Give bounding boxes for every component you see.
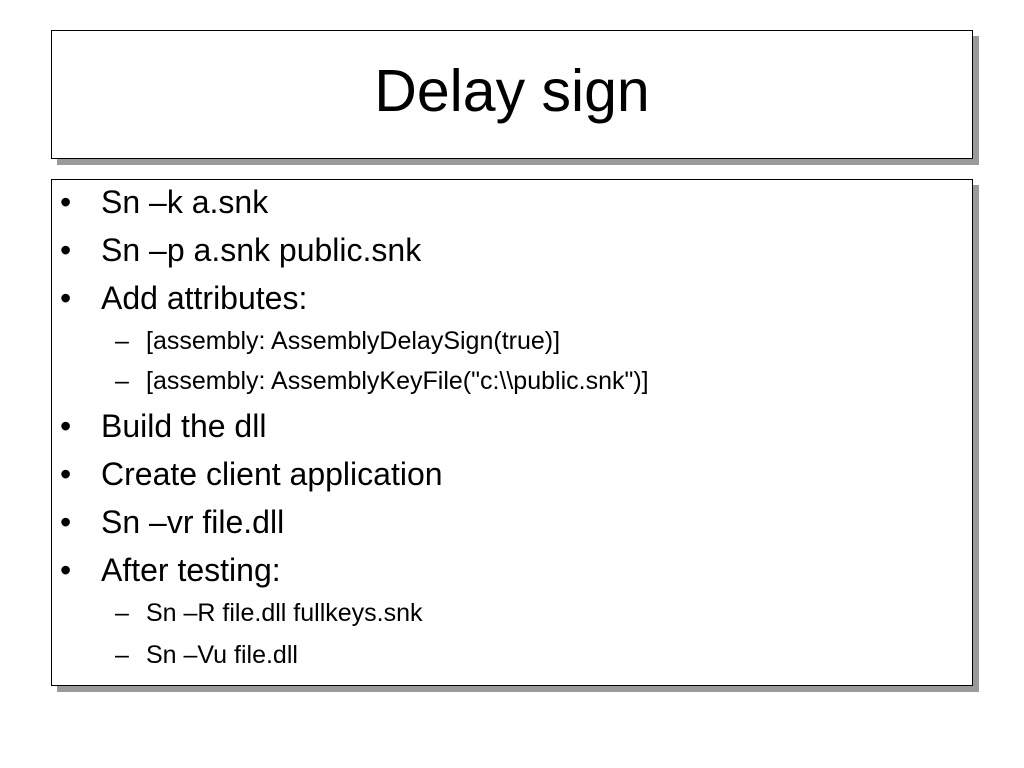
bullet-marker: •: [60, 552, 72, 588]
bullet-marker: •: [60, 184, 72, 220]
slide-content-box: • Sn –k a.snk • Sn –p a.snk public.snk •…: [51, 179, 973, 686]
bullet-marker: •: [60, 408, 72, 444]
sub-bullet-text: [assembly: AssemblyDelaySign(true)]: [146, 327, 561, 355]
bullet-text: Sn –k a.snk: [101, 184, 269, 220]
bullet-text: After testing:: [101, 552, 281, 588]
sub-bullet-text: [assembly: AssemblyKeyFile("c:\\public.s…: [146, 367, 649, 395]
bullet-text: Sn –vr file.dll: [101, 504, 285, 540]
slide-title-box: Delay sign: [51, 30, 973, 159]
bullet-marker: •: [60, 232, 72, 268]
sub-bullet-marker: –: [115, 367, 129, 395]
bullet-text: Create client application: [101, 456, 443, 492]
slide-title: Delay sign: [374, 58, 650, 124]
bullet-text: Sn –p a.snk public.snk: [101, 232, 422, 268]
bullet-text: Add attributes:: [101, 280, 308, 316]
sub-bullet-marker: –: [115, 599, 129, 627]
sub-bullet-text: Sn –Vu file.dll: [146, 641, 298, 669]
sub-bullet-text: Sn –R file.dll fullkeys.snk: [146, 599, 423, 627]
bullet-marker: •: [60, 456, 72, 492]
bullet-marker: •: [60, 280, 72, 316]
sub-bullet-marker: –: [115, 327, 129, 355]
bullet-marker: •: [60, 504, 72, 540]
sub-bullet-marker: –: [115, 641, 129, 669]
bullet-text: Build the dll: [101, 408, 267, 444]
